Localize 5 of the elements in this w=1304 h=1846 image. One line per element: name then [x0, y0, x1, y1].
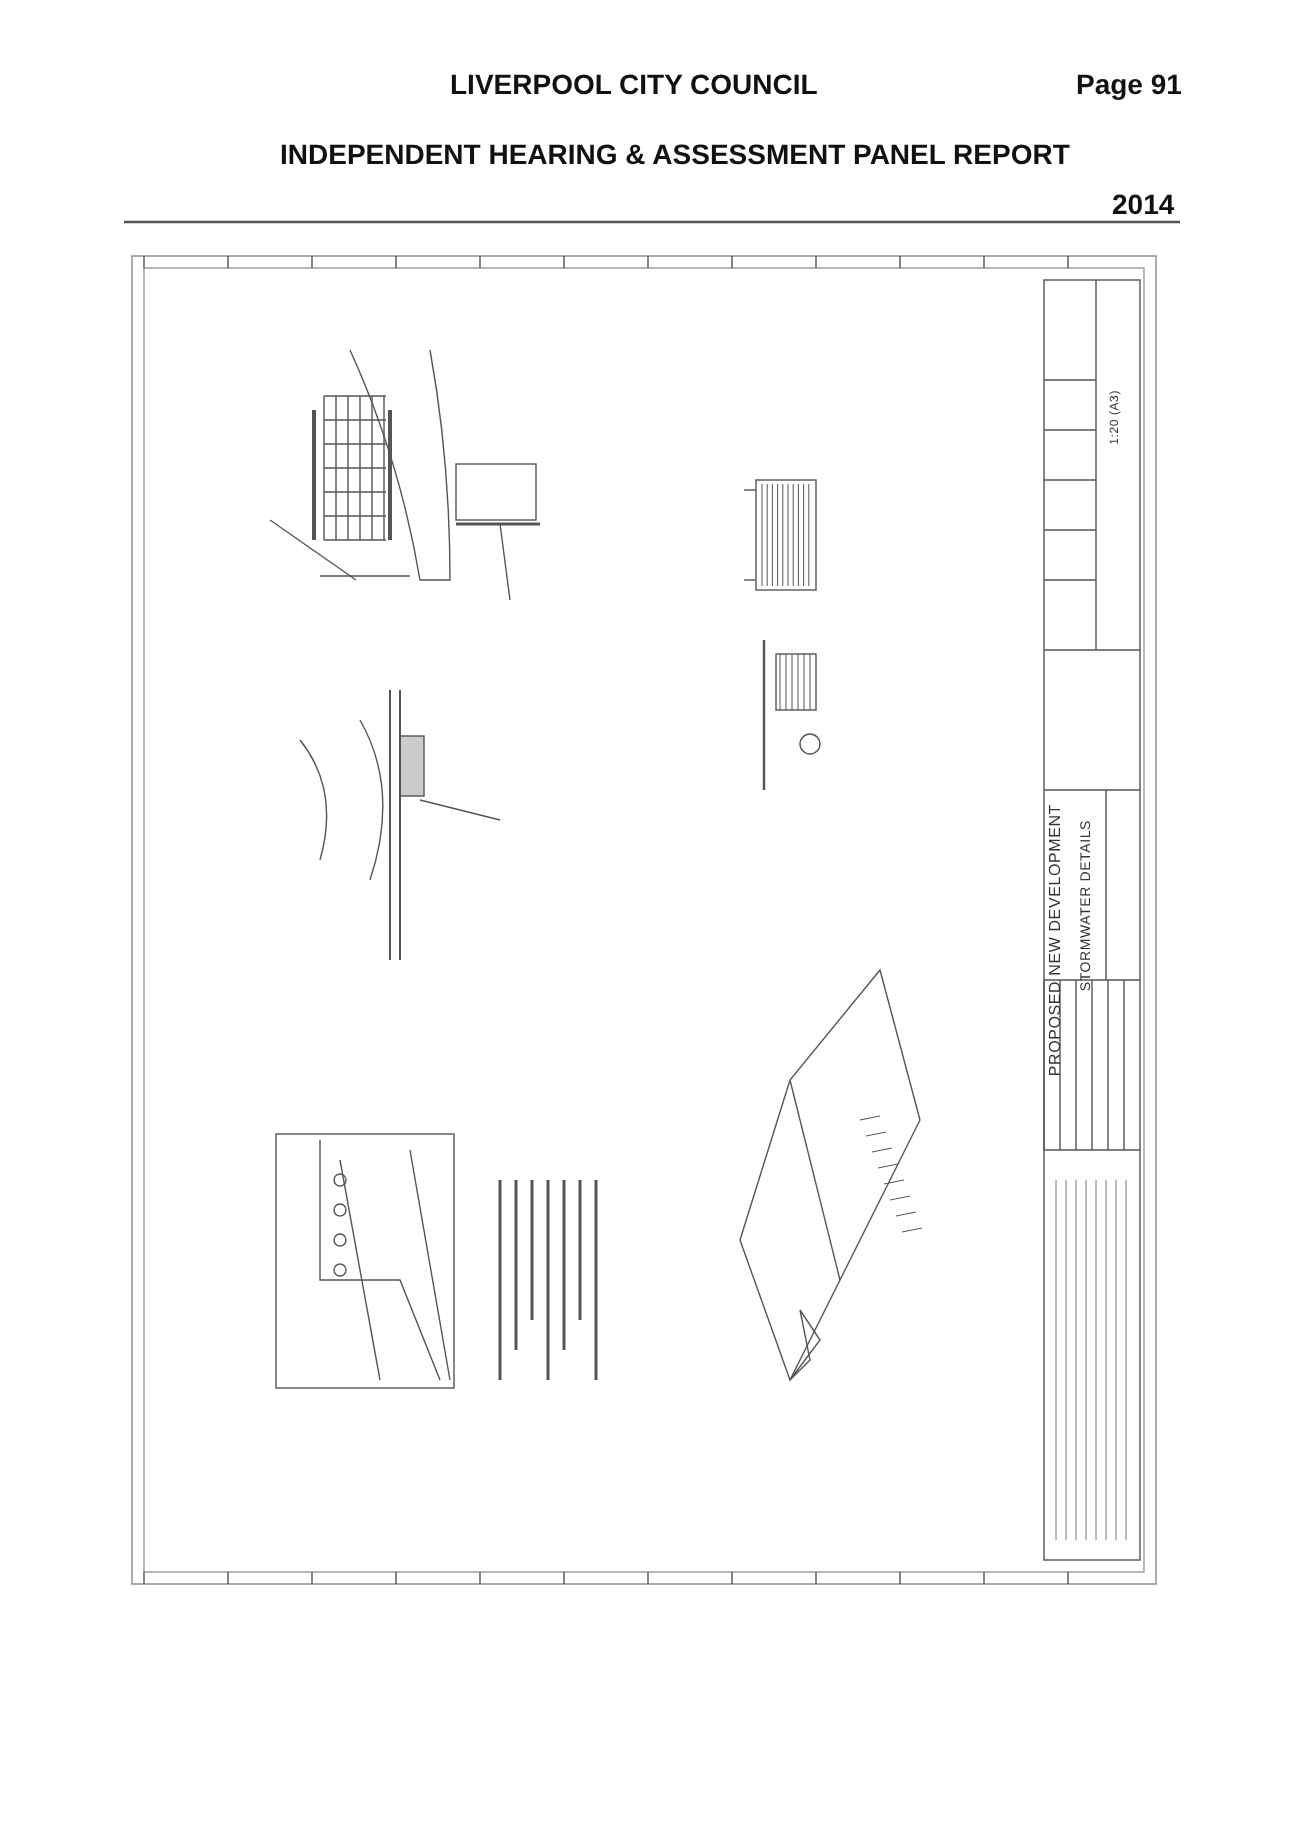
project-title: PROPOSED NEW DEVELOPMENT — [1046, 804, 1064, 1077]
page-number: Page 91 — [1076, 68, 1182, 100]
report-subtitle: INDEPENDENT HEARING & ASSESSMENT PANEL REPORT — [280, 138, 1070, 170]
report-year: 2014 — [1112, 188, 1175, 220]
report-heading: LIVERPOOL CITY COUNCIL — [450, 68, 818, 100]
